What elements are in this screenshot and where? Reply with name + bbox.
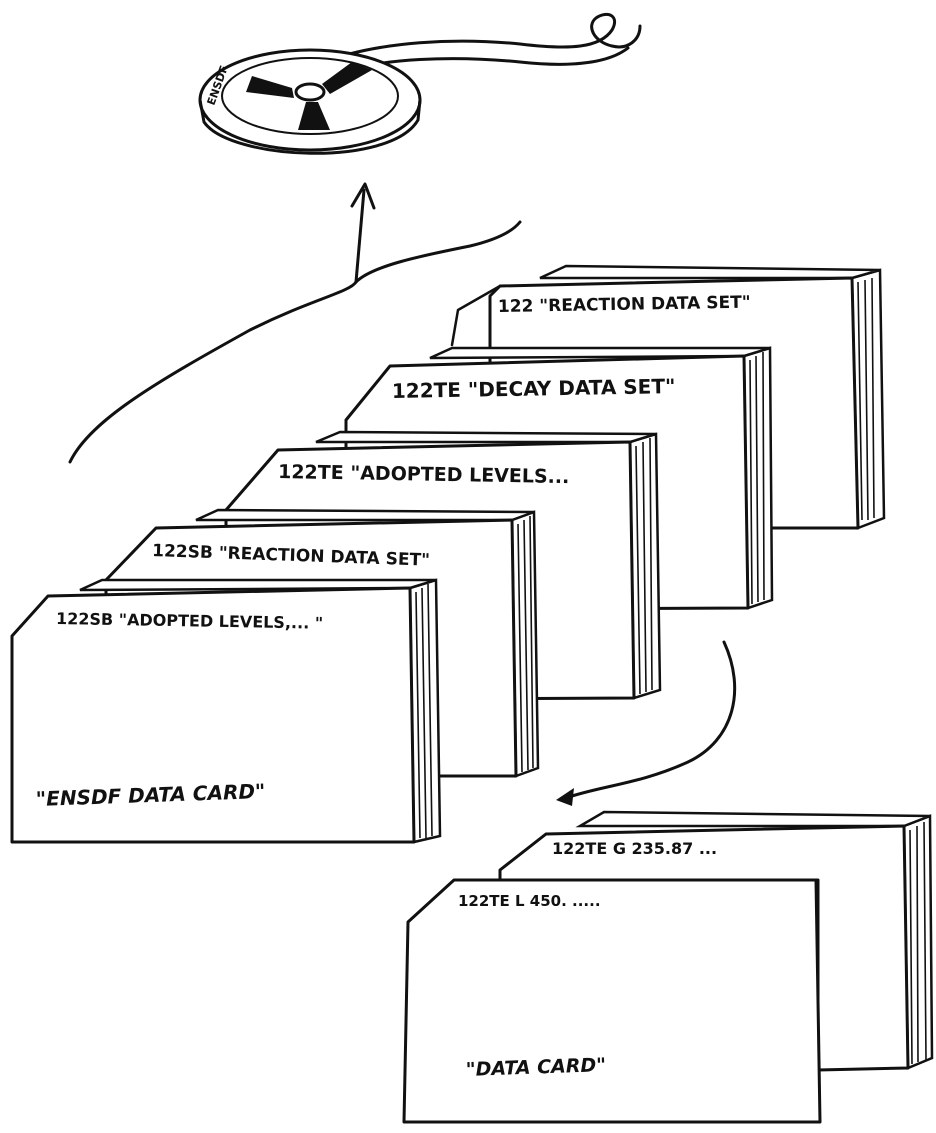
detail-deck-1: 122TE L 450. ..... "DATA CARD" (404, 880, 820, 1122)
detail-deck-1-header: 122TE L 450. ..... (458, 892, 601, 910)
tape-reel: ENSDF (200, 14, 640, 153)
deck-4-header: 122TE "DECAY DATA SET" (392, 374, 676, 403)
deck-1: 122SB "ADOPTED LEVELS,... " "ENSDF DATA … (12, 580, 440, 842)
detail-deck-2-header: 122TE G 235.87 ... (552, 839, 717, 858)
